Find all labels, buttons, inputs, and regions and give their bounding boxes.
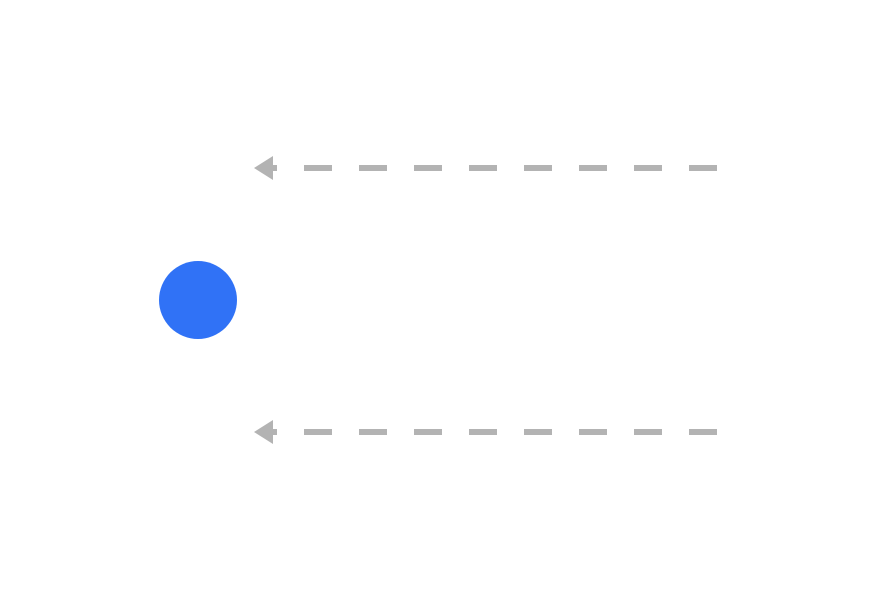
blue-dot bbox=[159, 261, 237, 339]
arrow-bottom-head bbox=[254, 420, 273, 444]
arrow-top-head bbox=[254, 156, 273, 180]
arrow-bottom bbox=[254, 420, 717, 444]
arrow-top bbox=[254, 156, 717, 180]
